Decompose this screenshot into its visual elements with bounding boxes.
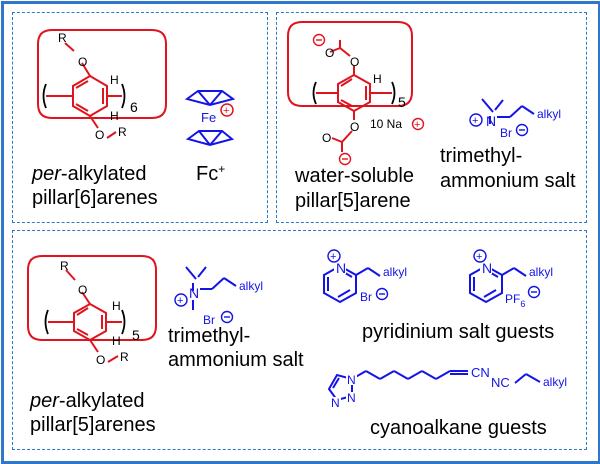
R-bottom-label: R <box>118 125 127 139</box>
alkyl-nitrile-structure <box>514 373 541 384</box>
H-upper-label: H <box>110 73 119 87</box>
H-label: H <box>373 72 382 86</box>
bromide-label: Br <box>360 290 372 304</box>
tma-label-line1: trimethyl- <box>440 145 522 167</box>
nitrogen-label: N <box>189 285 199 301</box>
svg-text:+: + <box>472 115 478 127</box>
alkyl-label: alkyl <box>529 265 553 279</box>
pillar6-host-structure <box>37 29 167 139</box>
sodium-counterion-label: 10 Na <box>370 117 402 131</box>
positive-charge-icon <box>174 293 188 307</box>
repeat-count-label: 6 <box>130 99 138 115</box>
H-upper-label: H <box>112 299 121 313</box>
repeat-count-label: 5 <box>132 327 140 343</box>
ferrocenium-structure <box>184 90 236 147</box>
bromide-label: Br <box>203 313 215 327</box>
oxygen-top-label: O <box>78 283 87 297</box>
panel-bottom <box>12 230 587 450</box>
pillar6-label-line1: per-alkylated <box>31 163 147 185</box>
R-bottom-label: R <box>120 350 129 364</box>
carboxylate-O-top: O <box>325 46 334 60</box>
linker-O-top: O <box>350 55 359 69</box>
alkyl-label: alkyl <box>537 107 561 121</box>
nitrile-NC-label: NC <box>491 375 510 390</box>
pyridinium-nitrogen-label: N <box>336 260 346 276</box>
nitrile-CN-label: CN <box>471 365 490 380</box>
R-top-label: R <box>60 259 69 273</box>
na-charge-plus: + <box>414 119 420 131</box>
H-lower-label: H <box>110 109 119 123</box>
cyanoalkane-guests-label: cyanoalkane guests <box>370 417 547 439</box>
svg-text:+: + <box>330 251 336 263</box>
carboxylate-O-bottom: O <box>322 131 331 145</box>
wp5-label-line2: pillar[5]arene <box>295 190 411 212</box>
positive-charge-icon <box>469 113 483 127</box>
macrocycle-ring <box>287 21 413 107</box>
benzene-ring <box>72 74 108 118</box>
positive-charge-icon <box>327 249 341 263</box>
tma-guest-structure <box>481 98 535 124</box>
pillar5-host-structure <box>27 255 157 363</box>
pyridinium-nitrogen-label: N <box>482 260 492 276</box>
iron-label: Fe <box>201 110 216 125</box>
macrocycle-ring <box>37 29 167 119</box>
linker-O-bottom: O <box>350 120 359 134</box>
pillar5-label-line1: per-alkylated <box>29 390 145 412</box>
pillar6-brackets <box>42 83 126 109</box>
oxygen-top-label: O <box>78 55 87 69</box>
tma-label-line2: ammonium salt <box>440 170 576 192</box>
svg-text:+: + <box>476 251 482 263</box>
pillar5-brackets <box>44 309 126 335</box>
repeat-count-label: 5 <box>398 94 406 110</box>
wp5-host-structure <box>287 21 413 152</box>
charge-plus-label: + <box>223 105 229 117</box>
alkyl-label: alkyl <box>239 279 263 293</box>
hexafluorophosphate-label: PF6 <box>505 292 525 309</box>
wp5-label-line1: water-soluble <box>294 165 414 187</box>
macrocycle-ring <box>27 255 157 341</box>
tma-bottom-label-line2: ammonium salt <box>168 349 304 371</box>
tma-guest-bottom-structure <box>185 266 237 310</box>
negative-charge-icon <box>515 123 529 137</box>
svg-text:+: + <box>177 295 183 307</box>
pyridinium-bromide-structure <box>323 264 381 304</box>
tma-bottom-label-line1: trimethyl- <box>168 325 250 347</box>
negative-charge-icon-bottom <box>338 152 352 166</box>
triazole-N3-label: N <box>331 396 340 410</box>
oxygen-bottom-label: O <box>95 128 104 142</box>
positive-charge-icon <box>220 103 234 117</box>
pyridinium-guests-label: pyridinium salt guests <box>362 321 554 343</box>
negative-charge-icon-top <box>312 33 326 47</box>
R-top-label: R <box>58 31 67 45</box>
triazole-N2-label: N <box>347 391 356 405</box>
wp5-brackets <box>312 81 396 105</box>
ferrocenium-label: Fc+ <box>196 162 225 185</box>
alkyl-label: alkyl <box>383 265 407 279</box>
positive-charge-icon <box>473 249 487 263</box>
panel-top-right <box>276 12 587 223</box>
negative-charge-icon <box>220 310 234 324</box>
pillar5-label-line2: pillar[5]arenes <box>30 414 156 436</box>
nitrogen-label: N <box>486 113 496 129</box>
negative-charge-icon <box>527 285 541 299</box>
alkyl-label: alkyl <box>543 375 567 389</box>
pillar6-label-line2: pillar[6]arenes <box>32 187 158 209</box>
bromide-label: Br <box>500 126 512 140</box>
positive-charge-icon <box>411 117 425 131</box>
oxygen-bottom-label: O <box>96 353 105 367</box>
H-lower-label: H <box>112 334 121 348</box>
triazole-N1-label: N <box>347 373 356 387</box>
negative-charge-icon <box>375 287 389 301</box>
panel-top-left <box>12 12 268 223</box>
